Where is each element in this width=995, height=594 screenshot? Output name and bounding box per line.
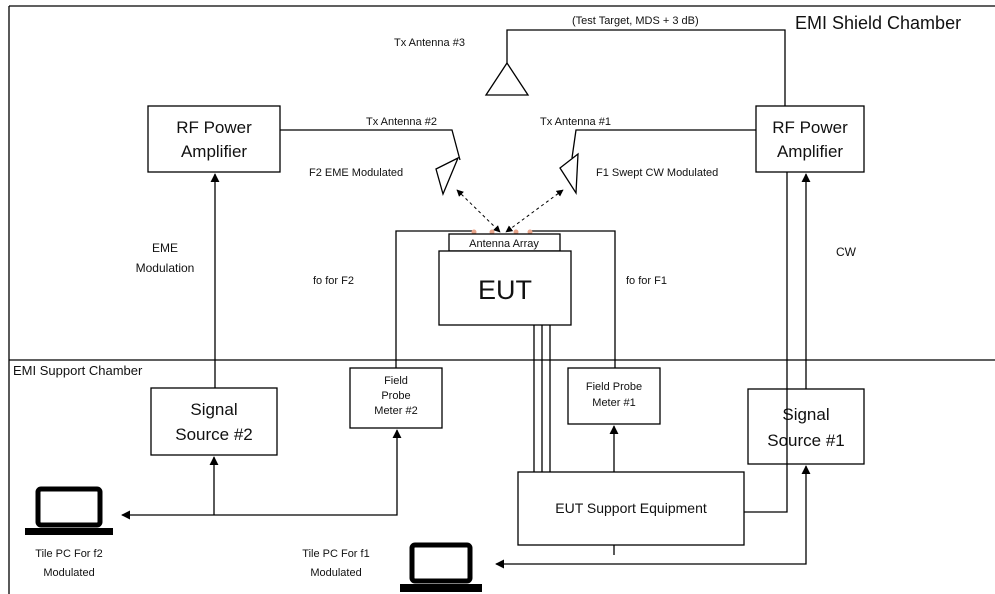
probe-point (489, 229, 495, 235)
field-probe-2-line3: Meter #2 (374, 405, 417, 417)
rf-amp-right-line2: Amplifier (777, 142, 843, 161)
radiation-arrow-2 (456, 189, 501, 233)
field-probe-1-line2: Meter #1 (592, 397, 635, 409)
probe1-line (530, 230, 616, 368)
pc-f2-line1: Tile PC For f2 (35, 548, 102, 560)
field-probe-2-line1: Field (384, 375, 408, 387)
antenna2-feed-line (280, 129, 461, 161)
probe-point (513, 229, 519, 235)
antenna-icon (559, 152, 579, 196)
tx-antenna-3-label: Tx Antenna #3 (394, 37, 465, 49)
pc1-to-source1-line (495, 465, 811, 569)
fo-f2-label: fo for F2 (313, 275, 354, 287)
eut-box (438, 250, 572, 326)
pc-f1-line1: Tile PC For f1 (302, 548, 369, 560)
eut-cables (533, 325, 551, 472)
cw-label: CW (836, 245, 857, 259)
rf-amp-right-line1: RF Power (772, 118, 848, 137)
radiation-arrow-1 (505, 189, 564, 233)
signal-source-1-line2: Source #1 (767, 431, 845, 450)
antenna-icon (435, 156, 460, 196)
tx-antenna-2-label: Tx Antenna #2 (366, 116, 437, 128)
fo-f1-label: fo for F1 (626, 275, 667, 287)
rf-amplifier-right (755, 105, 865, 173)
probe-point (527, 229, 533, 235)
f1-label: F1 Swept CW Modulated (596, 167, 718, 179)
signal-source-1 (747, 388, 865, 465)
laptop-icon (25, 486, 113, 535)
antenna1-feed-line (571, 129, 756, 159)
signal-source-2 (150, 387, 278, 456)
signal-source-2-line1: Signal (190, 400, 237, 419)
tx-antenna-1-label: Tx Antenna #1 (540, 116, 611, 128)
antenna3-feed-line (506, 29, 786, 106)
eut-label: EUT (478, 275, 532, 305)
field-probe-2-line2: Probe (381, 390, 410, 402)
antenna-icon (484, 61, 530, 96)
test-target-label: (Test Target, MDS + 3 dB) (572, 15, 699, 27)
probe2-line (395, 230, 474, 368)
rf-amplifier-left (147, 105, 281, 173)
eme-modulation-line2: Modulation (136, 261, 195, 275)
field-probe-meter-2 (349, 367, 443, 429)
field-probe-meter-1 (567, 367, 661, 425)
probe-point (471, 229, 477, 235)
eme-modulation-line1: EME (152, 241, 178, 255)
signal-source-2-line2: Source #2 (175, 425, 253, 444)
shield-chamber (8, 5, 995, 594)
pc-f2-line2: Modulated (43, 567, 94, 579)
antenna-array-label: Antenna Array (469, 238, 539, 250)
pc-f1-line2: Modulated (310, 567, 361, 579)
rf-amp-left-line1: RF Power (176, 118, 252, 137)
shield-chamber-label: EMI Shield Chamber (795, 13, 961, 33)
eut-support-label: EUT Support Equipment (555, 500, 707, 516)
laptop-icon (400, 542, 482, 592)
signal-source-1-line1: Signal (782, 405, 829, 424)
rf-amp-left-line2: Amplifier (181, 142, 247, 161)
support-chamber-label: EMI Support Chamber (13, 363, 143, 378)
f2-label: F2 EME Modulated (309, 167, 403, 179)
field-probe-1-line1: Field Probe (586, 381, 642, 393)
